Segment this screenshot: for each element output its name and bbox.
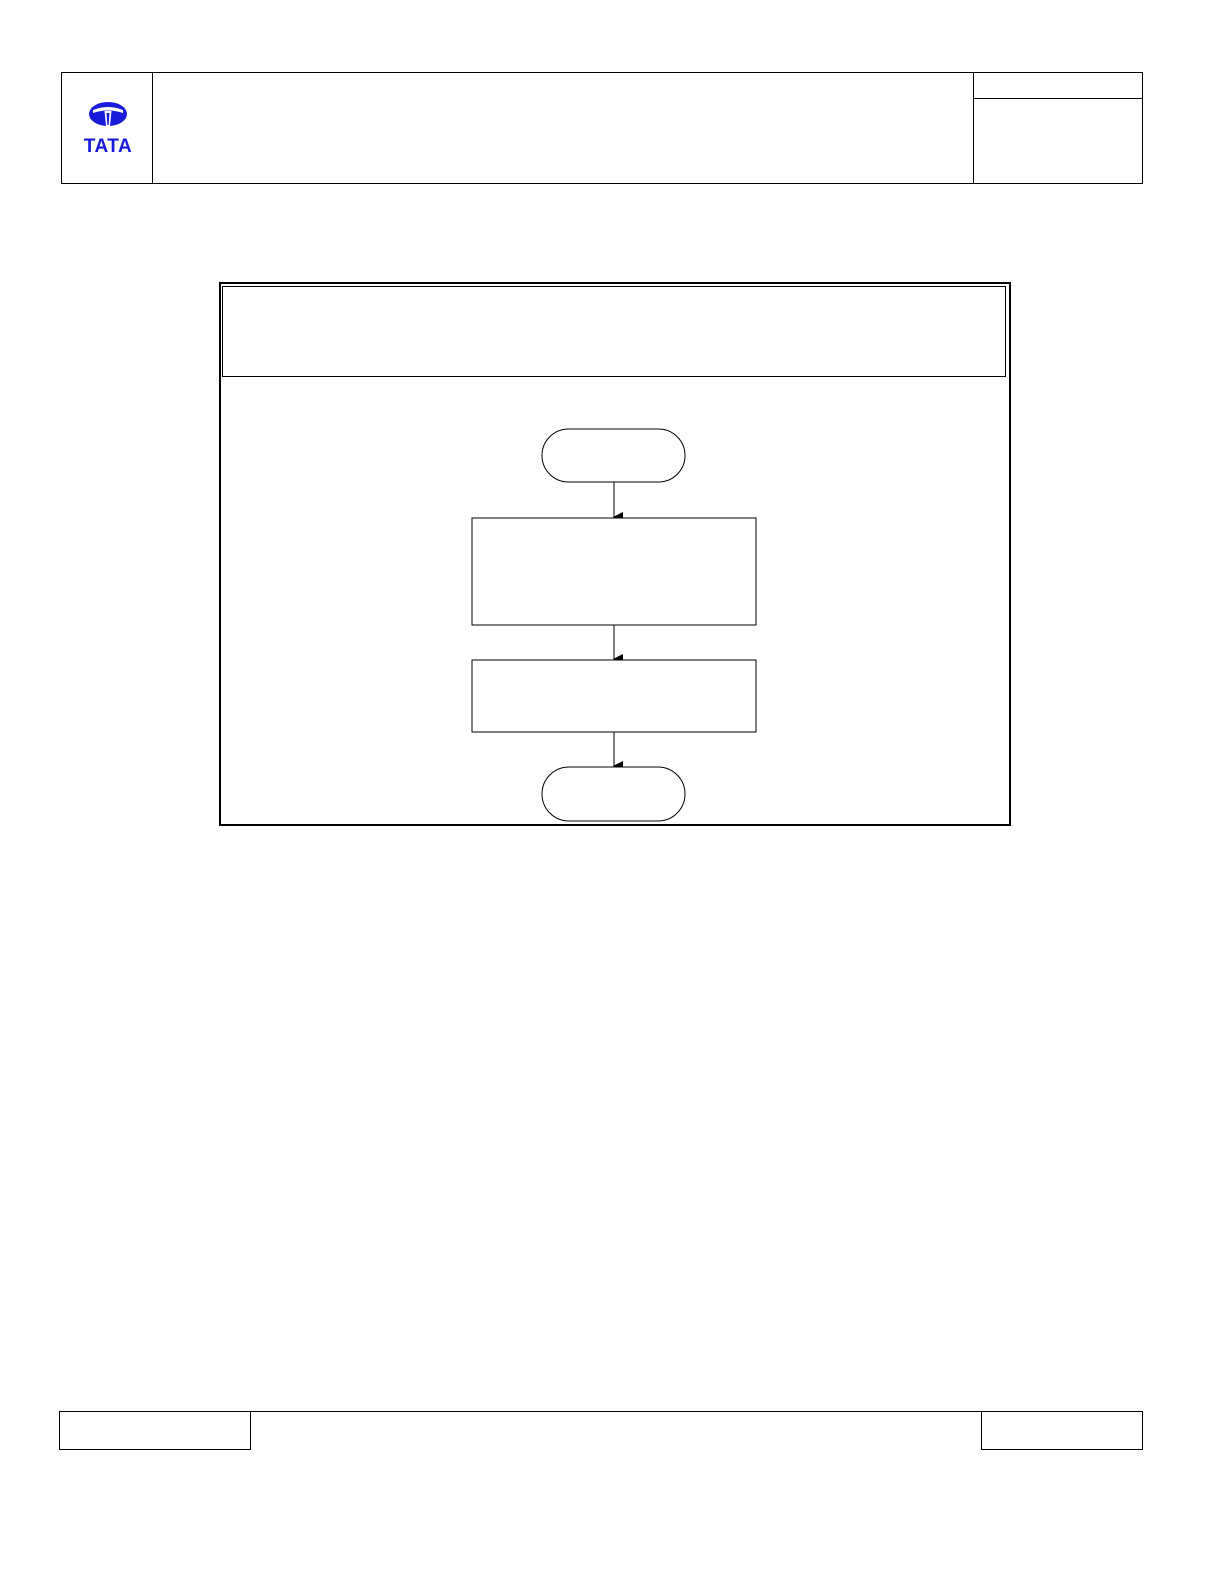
tata-logo: TATA (76, 98, 140, 158)
flowchart-title-box (222, 286, 1006, 377)
footer-page-box (981, 1411, 1143, 1450)
document-header (61, 72, 1143, 184)
header-doc-info-cell (973, 72, 1143, 184)
process-box-2 (471, 659, 757, 733)
footer-left-box (59, 1411, 251, 1450)
flowchart-frame (219, 282, 1011, 826)
footer-rule (250, 1411, 981, 1412)
start-terminator (541, 428, 686, 483)
tata-wordmark: TATA (84, 136, 132, 157)
tata-logo-mark: TATA (84, 102, 132, 157)
process-box-1 (471, 517, 757, 626)
end-terminator (541, 766, 686, 822)
header-logo-cell (61, 72, 153, 184)
header-doc-info-top (973, 72, 1143, 99)
